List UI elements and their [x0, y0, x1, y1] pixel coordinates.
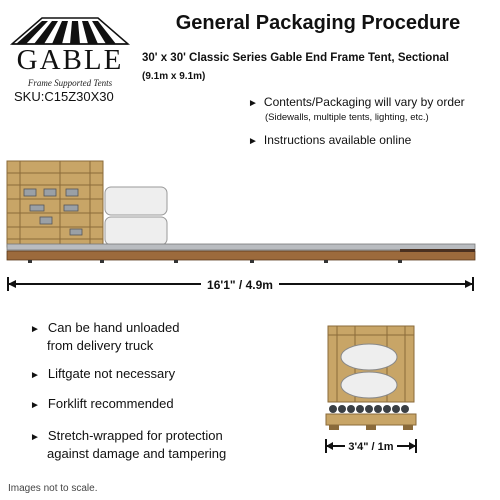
bullet-text: Can be hand unloaded — [47, 320, 180, 335]
steel-poles — [6, 243, 476, 251]
bullet-stretch-wrap: ► Stretch-wrapped for protection against … — [30, 428, 226, 462]
pallet-bag-bottom — [340, 371, 398, 399]
arrow-right-icon: ► — [30, 400, 40, 411]
arrow-right-icon: ► — [30, 324, 40, 335]
arrow-right-icon: ► — [248, 136, 258, 147]
page-title: General Packaging Procedure — [175, 12, 461, 34]
arrow-right-icon: ► — [248, 98, 258, 109]
note-instructions-text: Instructions available online — [263, 133, 412, 147]
short-measure-label: 3'4" / 1m — [345, 441, 397, 453]
pallet-base — [325, 413, 417, 426]
long-measure-label: 16'1" / 4.9m — [201, 278, 279, 292]
bullet-text: Forklift recommended — [47, 396, 174, 411]
gable-logo: GABLE Frame Supported Tents — [8, 14, 131, 88]
note-contents: ► Contents/Packaging will vary by order — [248, 95, 465, 109]
bullet-forklift: ► Forklift recommended — [30, 396, 174, 414]
wooden-board — [6, 250, 476, 261]
scale-disclaimer: Images not to scale. — [8, 483, 98, 494]
tent-logo-icon — [9, 17, 131, 45]
logo-tagline: Frame Supported Tents — [27, 78, 113, 88]
pallet-illustration — [325, 325, 417, 430]
wooden-crate — [6, 160, 104, 248]
sku-label: SKU:C15Z30X30 — [14, 89, 114, 104]
tarp-bag-top — [104, 186, 168, 216]
long-package-illustration — [6, 160, 476, 263]
bullet-text-cont: from delivery truck — [47, 338, 154, 353]
note-contents-subtext: (Sidewalls, multiple tents, lighting, et… — [265, 112, 429, 123]
long-measure-wrap: 16'1" / 4.9m — [0, 276, 480, 294]
note-contents-text: Contents/Packaging will vary by order — [263, 95, 465, 109]
product-dimensions: (9.1m x 9.1m) — [142, 71, 206, 82]
bullet-hand-unload: ► Can be hand unloaded from delivery truc… — [30, 320, 179, 354]
bullet-text-cont: against damage and tampering — [47, 446, 227, 461]
bullet-liftgate: ► Liftgate not necessary — [30, 366, 175, 384]
bullet-text: Stretch-wrapped for protection — [47, 428, 223, 443]
product-subtitle: 30' x 30' Classic Series Gable End Frame… — [142, 52, 449, 64]
pallet-bag-top — [340, 343, 398, 371]
bullet-text: Liftgate not necessary — [47, 366, 176, 381]
note-instructions: ► Instructions available online — [248, 133, 411, 147]
tarp-bag-bottom — [104, 216, 168, 246]
logo-brand: GABLE — [16, 44, 124, 76]
arrow-right-icon: ► — [30, 432, 40, 443]
arrow-right-icon: ► — [30, 370, 40, 381]
short-measure-wrap: 3'4" / 1m — [323, 437, 419, 455]
